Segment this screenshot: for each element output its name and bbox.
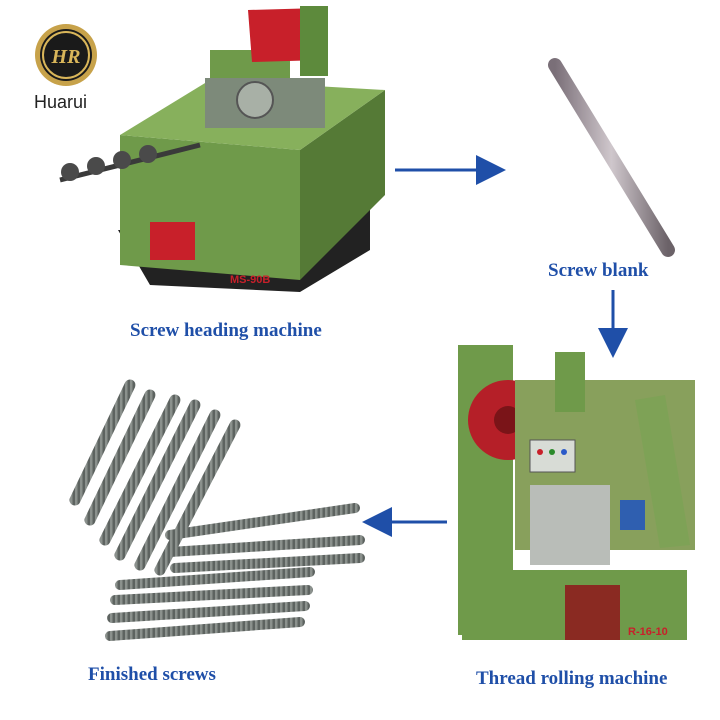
thread-rolling-machine-image: R-16-10 [458,345,695,640]
logo-icon: HR [35,24,97,86]
screw-heading-machine-image: MS-90B [59,6,385,292]
logo-monogram: HR [51,46,81,68]
brand-name: Huarui [34,92,88,112]
label-thread-rolling-machine: Thread rolling machine [476,668,668,689]
label-finished-screws: Finished screws [88,664,216,685]
label-screw-blank: Screw blank [548,260,649,281]
screw-blank-image [548,58,675,257]
finished-screws-image [69,379,365,641]
machine2-plate: R-16-10 [628,626,668,638]
label-screw-heading-machine: Screw heading machine [130,320,322,341]
machine1-plate: MS-90B [230,274,270,286]
